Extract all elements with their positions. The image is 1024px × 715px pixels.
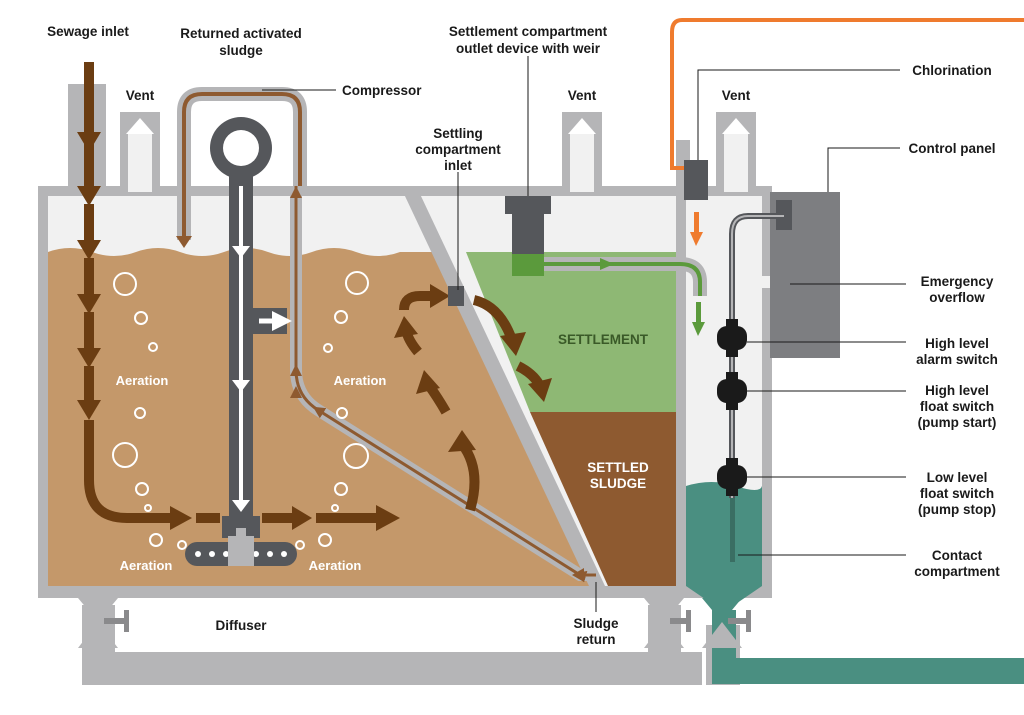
label-sludge-return-line1: Sludge xyxy=(573,616,618,631)
sewage-inlet-flow xyxy=(77,62,400,531)
label-sludge-return-line2: return xyxy=(576,632,615,647)
leader-lines xyxy=(262,56,906,612)
label-high-float-line2: float switch xyxy=(920,399,994,414)
label-diffuser: Diffuser xyxy=(215,618,267,633)
compressor xyxy=(210,117,272,179)
label-aeration-1: Aeration xyxy=(116,373,169,388)
label-aeration-3: Aeration xyxy=(120,558,173,573)
label-compressor: Compressor xyxy=(342,83,422,98)
label-settling-inlet-line2: compartment xyxy=(415,142,501,157)
label-contact-line2: compartment xyxy=(914,564,1000,579)
label-emergency-overflow-line1: Emergency xyxy=(921,274,994,289)
label-vent-3: Vent xyxy=(722,88,751,103)
chlorination-unit xyxy=(684,160,708,200)
label-high-float-line1: High level xyxy=(925,383,989,398)
outlet-device xyxy=(505,196,551,276)
label-settling-inlet-line3: inlet xyxy=(444,158,472,173)
label-outlet-device-line1: Settlement compartment xyxy=(449,24,608,39)
label-sewage-inlet: Sewage inlet xyxy=(47,24,129,39)
label-contact-line1: Contact xyxy=(932,548,983,563)
label-settlement: SETTLEMENT xyxy=(558,332,649,347)
upflow-arrows xyxy=(394,284,480,512)
chlorination-line xyxy=(670,18,1024,170)
label-vent-1: Vent xyxy=(126,88,155,103)
label-returned-sludge-line2: sludge xyxy=(219,43,263,58)
label-settled-sludge-line1: SETTLED xyxy=(587,460,649,475)
label-high-alarm-line2: alarm switch xyxy=(916,352,998,367)
label-low-float-line3: (pump stop) xyxy=(918,502,996,517)
label-chlorination: Chlorination xyxy=(912,63,992,78)
diffuser xyxy=(185,528,297,566)
bottom-drain-pipes xyxy=(82,605,1024,685)
label-high-alarm-line1: High level xyxy=(925,336,989,351)
label-aeration-4: Aeration xyxy=(309,558,362,573)
contact-water xyxy=(686,482,762,586)
vent-stacks xyxy=(68,84,756,200)
settling-inlet-port xyxy=(448,286,464,306)
label-returned-sludge-line1: Returned activated xyxy=(180,26,302,41)
float-switches xyxy=(717,319,747,496)
label-outlet-device-line2: outlet device with weir xyxy=(456,41,601,56)
label-aeration-2: Aeration xyxy=(334,373,387,388)
label-control-panel: Control panel xyxy=(909,141,996,156)
label-high-float-line3: (pump start) xyxy=(918,415,997,430)
label-settling-inlet-line1: Settling xyxy=(433,126,483,141)
label-settled-sludge-line2: SLUDGE xyxy=(590,476,646,491)
label-vent-2: Vent xyxy=(568,88,597,103)
label-emergency-overflow-line2: overflow xyxy=(929,290,985,305)
label-low-float-line1: Low level xyxy=(927,470,988,485)
label-low-float-line2: float switch xyxy=(920,486,994,501)
aeration-bubbles xyxy=(112,271,369,550)
